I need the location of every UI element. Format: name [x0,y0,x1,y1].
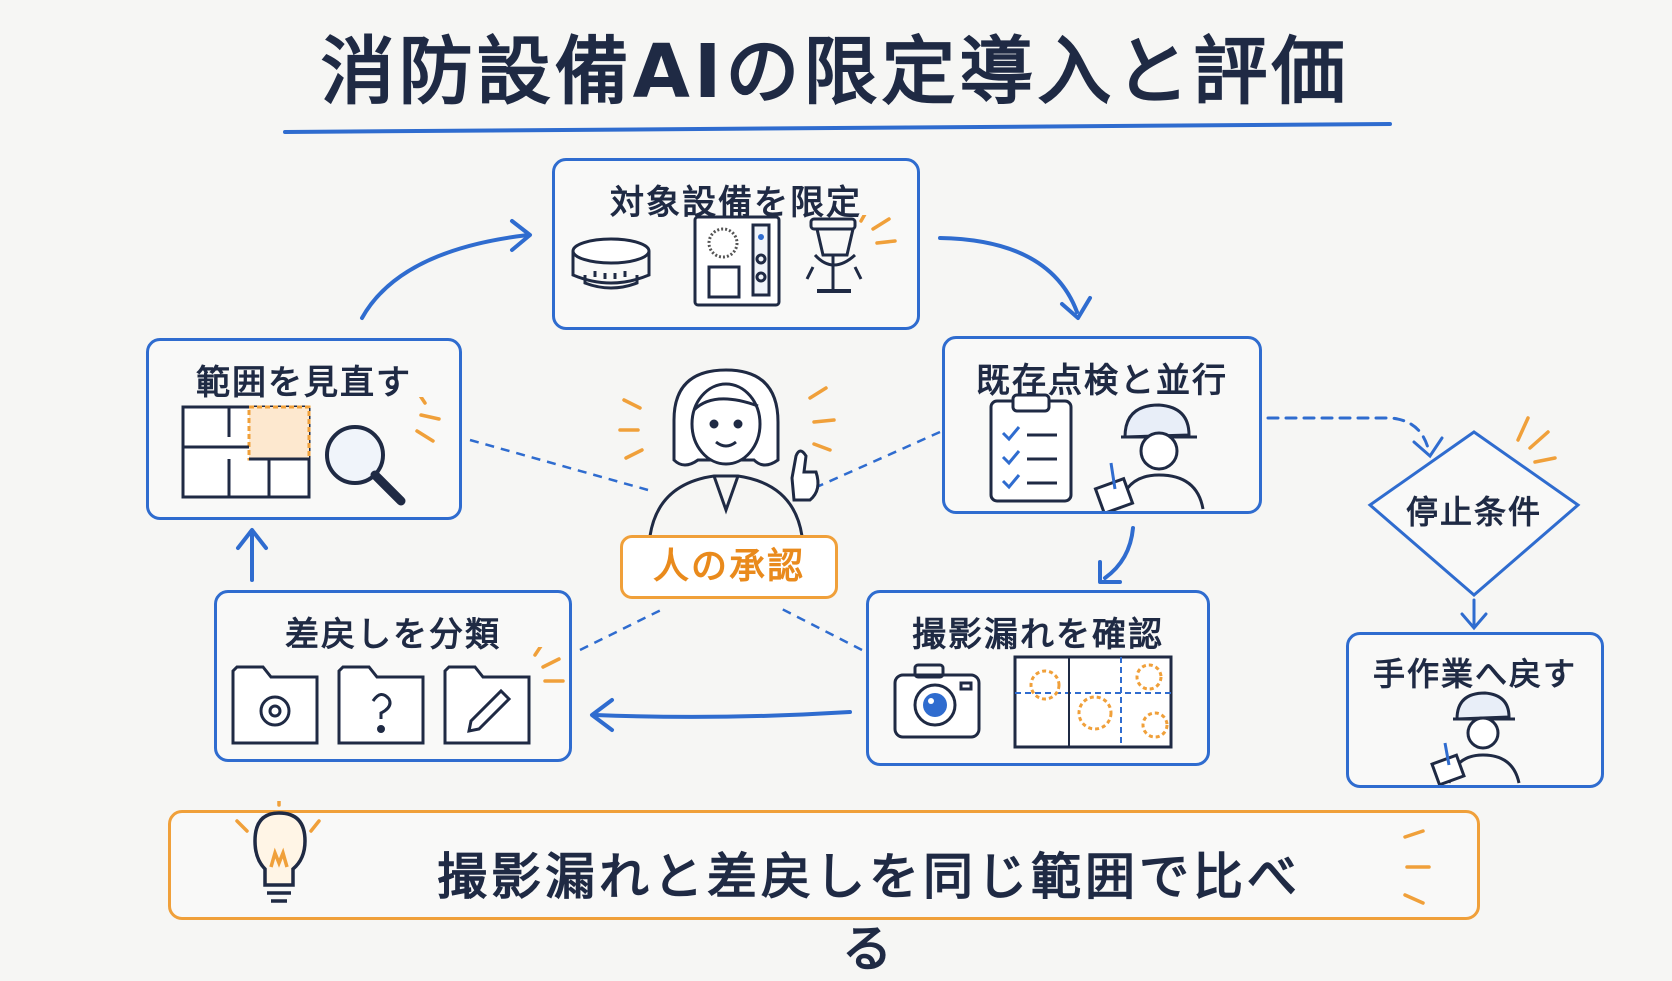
review-sparkle [415,397,441,443]
arrowhead [1060,296,1092,320]
arrow-limit-to-parallel [938,236,1079,314]
bottom-note-box: 撮影漏れと差戻しを同じ範囲で比べる [168,801,1480,978]
step-classify-returns: 差戻しを分類 [214,590,572,762]
cycle-arrows [236,219,1135,732]
camera-icon [893,663,981,739]
equipment-sparkle [859,215,897,245]
magnifier-icon [325,425,406,506]
step-limit-equipment: 対象設備を限定 [552,158,920,330]
manual-fallback-label: 手作業へ戻す [1372,655,1577,693]
arrow-parallel-to-check [1103,526,1135,580]
folder-pencil-icon [443,665,531,745]
clipboard-icon [989,393,1073,503]
arrowhead [590,698,614,732]
step-classify-returns-label: 差戻しを分類 [285,615,501,655]
equipment-icons [571,215,897,307]
folder-question-icon [337,665,425,745]
floorplan-icon [181,405,311,499]
folder-gear-icon [231,665,319,745]
arrowhead [1098,560,1122,584]
diagram-canvas: 消防設備AIの限定導入と評価 [146,29,1604,978]
arrowhead [510,219,532,252]
check-icons [893,655,1173,749]
approver-person-icon [618,368,836,537]
arrowhead [236,528,268,550]
stop-condition-diamond [1367,430,1581,597]
diagram-connectors [236,122,1581,732]
arrow-check-to-classify [593,710,852,719]
inspector-icon [1430,691,1521,785]
arrow-review-to-limit [360,233,530,320]
folder-icons [231,647,565,745]
bottom-note-text: 撮影漏れと差戻しを同じ範囲で比べる [437,848,1301,978]
step-parallel-inspection: 既存点検と並行 [942,336,1262,514]
floorplan-icon [1013,655,1173,749]
page-title: 消防設備AIの限定導入と評価 [320,29,1350,115]
step-review-scope-label: 範囲を見直す [196,363,412,403]
step-review-scope: 範囲を見直す [146,338,462,520]
smoke-detector-icon [571,237,651,290]
arrowhead [1460,612,1488,631]
spoke-parallel [809,430,941,492]
lightbulb-icon [235,801,321,903]
center-spokes [469,430,941,652]
human-approval-label: 人の承認 [620,535,838,599]
step-check-missed-shots: 撮影漏れを確認 [866,590,1210,766]
folder-sparkle [533,647,565,683]
review-icons [181,397,441,506]
inspector-icon [1093,403,1205,511]
spoke-check [779,606,863,652]
diamond-sparkle [1516,416,1557,464]
manual-fallback-box: 手作業へ戻す [1346,632,1604,788]
title-underline [283,122,1392,134]
dashed-arrow-to-stop [1266,416,1430,450]
sprinkler-icon [805,217,863,293]
stop-branch [1266,416,1488,631]
inspection-icons [989,393,1205,511]
control-panel-icon [693,215,781,307]
spoke-classify [579,606,666,652]
bottom-sparkle [1403,829,1431,905]
stop-condition-label: 停止条件 [1405,493,1542,531]
step-check-missed-shots-label: 撮影漏れを確認 [912,615,1164,655]
arrowhead [1412,436,1444,459]
